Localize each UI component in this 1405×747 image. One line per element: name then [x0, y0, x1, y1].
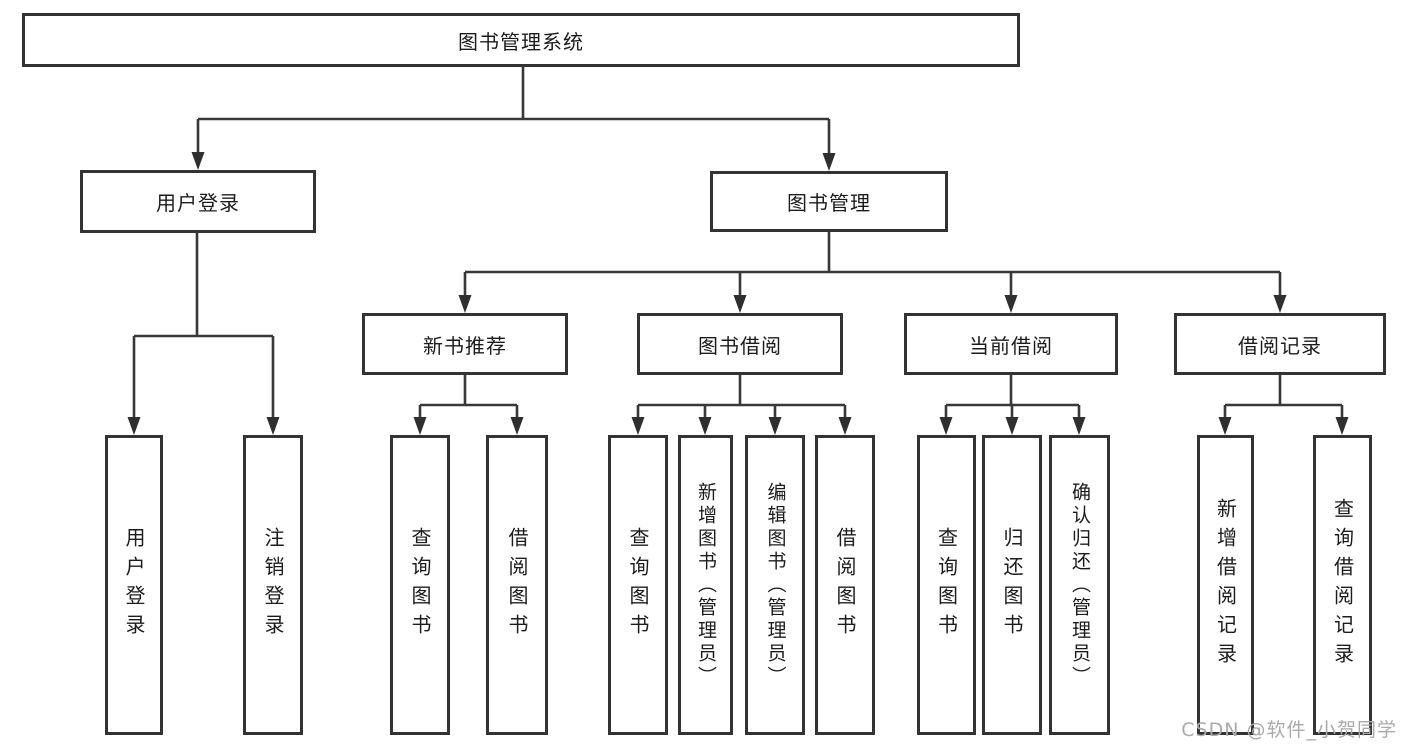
leaf-query-books-current: 查询图书 [917, 435, 976, 735]
connector-borrowing-records-children [1218, 375, 1349, 435]
connector-new-book-recommend-children [413, 375, 524, 435]
leaf-user-login: 用户登录 [105, 435, 163, 735]
leaf-add-books-admin: 新增图书（管理员） [678, 435, 733, 735]
node-book-management: 图书管理 [710, 171, 948, 232]
leaf-query-borrow-record: 查询借阅记录 [1313, 435, 1372, 735]
connector-current-borrowing-children [939, 375, 1086, 435]
leaf-return-books: 归还图书 [982, 435, 1042, 735]
node-new-book-recommend: 新书推荐 [362, 313, 568, 375]
leaf-confirm-return-admin: 确认归还（管理员） [1049, 435, 1110, 735]
node-user-login-group: 用户登录 [80, 170, 316, 233]
connector-user-login-children [127, 233, 280, 435]
node-book-borrowing: 图书借阅 [637, 313, 843, 375]
leaf-borrow-books-borrowing: 借阅图书 [815, 435, 875, 735]
leaf-logout: 注销登录 [243, 435, 303, 735]
connector-book-management-children [458, 232, 1287, 313]
node-borrowing-records: 借阅记录 [1174, 313, 1386, 375]
node-current-borrowing: 当前借阅 [904, 313, 1118, 375]
leaf-add-borrow-record: 新增借阅记录 [1197, 435, 1254, 735]
csdn-watermark: CSDN @软件_小贺同学 [1181, 719, 1397, 741]
leaf-borrow-books-recommend: 借阅图书 [486, 435, 548, 735]
connector-root-to-level1 [191, 67, 836, 171]
connector-book-borrowing-children [631, 375, 852, 435]
node-library-management-system: 图书管理系统 [22, 13, 1020, 67]
leaf-query-books-borrowing: 查询图书 [608, 435, 668, 735]
leaf-query-books-recommend: 查询图书 [390, 435, 450, 735]
leaf-edit-books-admin: 编辑图书（管理员） [745, 435, 805, 735]
